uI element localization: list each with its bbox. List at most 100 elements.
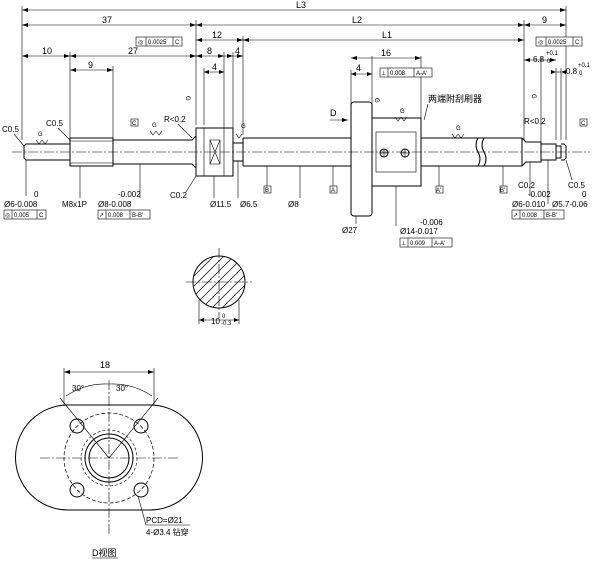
dview-width: 18: [100, 360, 110, 370]
bottom-dimensions: 0 Ø6-0.008 M8x1P -0.002 Ø8-0.008 Ø11.5 Ø…: [4, 160, 588, 236]
label-c05-right: C0.5: [568, 181, 585, 190]
svg-text:0.0025: 0.0025: [548, 40, 567, 46]
label-c05-left: C0.5: [2, 125, 19, 134]
svg-text:0.008: 0.008: [390, 71, 406, 77]
svg-text:0: 0: [547, 59, 551, 65]
section-width: 10: [211, 317, 220, 326]
label-r02-left: R<0.2: [164, 115, 186, 124]
svg-text:0: 0: [579, 71, 583, 77]
dim-27: 27: [128, 46, 138, 56]
dim-9b: 9: [88, 60, 93, 70]
svg-text:-0.002: -0.002: [118, 190, 141, 199]
svg-text:G: G: [152, 123, 157, 129]
svg-text:+0.1: +0.1: [578, 63, 591, 69]
dim-d5-7: Ø5.7-0.06: [552, 200, 588, 209]
datum-C: C: [132, 121, 137, 127]
dim-L1: L1: [382, 30, 392, 40]
svg-text:◎: ◎: [538, 40, 543, 46]
dim-4a: 4: [235, 46, 240, 56]
datum-A: A: [331, 188, 335, 194]
dim-4c: 4: [356, 63, 361, 73]
tol-frame-right-bottom: ↗ 0.008 B-B': [511, 209, 565, 220]
svg-text:C: C: [175, 40, 180, 46]
svg-text:G: G: [38, 132, 43, 138]
svg-text:G: G: [373, 98, 379, 103]
dim-8: 8: [207, 46, 212, 56]
label-c05-left2: C0.5: [46, 119, 63, 128]
dim-16: 16: [381, 48, 391, 58]
tol-frame-m8-bottom: ↗ 0.008 B-B': [97, 209, 151, 220]
svg-text:-0.002: -0.002: [528, 190, 551, 199]
tol-frame-left-bottom: ◎ 0.005 C: [3, 209, 47, 220]
dim-4b: 4: [212, 62, 217, 72]
svg-text:C: C: [39, 213, 44, 219]
svg-text:G: G: [456, 126, 461, 132]
svg-text:A-A': A-A': [416, 71, 427, 77]
dim-d27: Ø27: [342, 226, 358, 235]
svg-text:◎: ◎: [138, 40, 143, 46]
dim-L2: L2: [352, 15, 362, 25]
svg-text:G: G: [184, 96, 190, 101]
svg-text:B-B': B-B': [132, 213, 143, 219]
svg-text:B-B': B-B': [546, 213, 557, 219]
datum-B: B: [265, 188, 269, 194]
dim-d6-5: Ø6.5: [240, 200, 258, 209]
dim-6-8: 6.8: [533, 55, 545, 64]
svg-text:↗: ↗: [513, 213, 518, 219]
dim-d8: Ø8: [288, 200, 299, 209]
svg-text:0: 0: [34, 190, 39, 199]
section-view: 10 0 -0.3: [186, 248, 252, 327]
dim-m8: M8x1P: [62, 200, 87, 209]
svg-text:0.005: 0.005: [14, 213, 30, 219]
svg-text:0.008: 0.008: [522, 213, 538, 219]
svg-text:0.008: 0.008: [108, 213, 124, 219]
dim-d8-shoulder: Ø8-0.008: [98, 200, 132, 209]
tol-frame-top-right: ◎ 0.0025 C: [535, 36, 583, 47]
svg-text:-0.3: -0.3: [221, 321, 232, 327]
label-r02-right: R<0.2: [524, 117, 546, 126]
dview-title: D视图: [92, 547, 117, 558]
dim-d11-5: Ø11.5: [210, 200, 232, 209]
dview-holes: 4-Ø3.4 钻穿: [146, 527, 189, 537]
svg-text:+0.1: +0.1: [546, 51, 559, 57]
dim-d14: Ø14-0.017: [400, 227, 438, 236]
svg-text:⊥: ⊥: [401, 240, 406, 247]
dim-0-8: 0.8: [566, 67, 578, 76]
label-c02-right: C0.2: [518, 181, 535, 190]
dview-angle-right: 30°: [116, 384, 128, 393]
svg-text:⊥: ⊥: [381, 70, 386, 77]
label-D: D: [330, 108, 337, 118]
svg-text:A-A': A-A': [434, 241, 445, 247]
tol-frame-flange: ⊥ 0.008 A-A': [379, 67, 433, 78]
dim-L3: L3: [296, 0, 306, 10]
dview-pcd: PCD=Ø21: [146, 516, 183, 525]
datum-B2: B': [500, 188, 505, 194]
svg-text:G: G: [530, 94, 536, 99]
tol-frame-nut-bottom: ⊥ 0.009 A-A': [399, 237, 453, 248]
svg-text:C: C: [575, 40, 580, 46]
dview-angle-left: 30°: [72, 384, 84, 393]
svg-text:-0.006: -0.006: [420, 218, 443, 227]
dim-9: 9: [542, 15, 547, 25]
svg-text:0: 0: [222, 314, 226, 320]
svg-text:0.009: 0.009: [410, 241, 426, 247]
dim-d6-right: Ø6-0.010: [512, 200, 546, 209]
d-view: 18 30° 30° PCD=Ø21 4-Ø3.4 钻穿 D视图: [15, 360, 203, 559]
datum-A2: A': [436, 188, 441, 194]
svg-text:G: G: [400, 109, 405, 115]
dim-d6-left: Ø6-0.008: [4, 200, 38, 209]
svg-text:↗: ↗: [99, 213, 104, 219]
label-wipers: 两端附刮刷器: [428, 93, 482, 104]
svg-text:0: 0: [582, 190, 587, 199]
datum-C2: C: [581, 121, 586, 127]
label-c02-left: C0.2: [170, 191, 187, 200]
shaft-annotations: C0.5 C0.5 G G R<0.2 G G G G G G R<0.2 C0…: [2, 93, 588, 200]
shaft: [12, 101, 590, 217]
dim-12: 12: [212, 30, 222, 40]
dim-10: 10: [42, 46, 52, 56]
top-dimension-lines: L3 37 L2 9 12 L1 10 27 8 4 9 4 16 4: [21, 0, 591, 150]
tol-frame-top-left: ◎ 0.0025 C: [135, 36, 183, 47]
svg-text:G: G: [241, 124, 246, 130]
svg-text:0.0025: 0.0025: [148, 40, 167, 46]
